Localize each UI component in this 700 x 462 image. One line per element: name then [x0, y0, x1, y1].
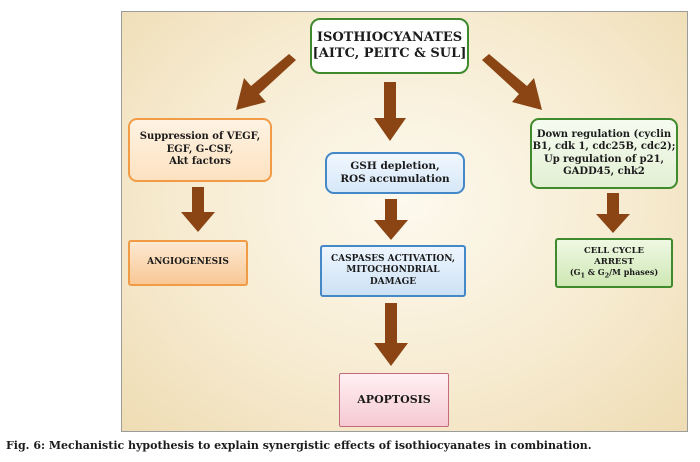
arrow-root-right-shape [482, 54, 542, 110]
arrow-cyclin-arrest-shape [596, 193, 630, 233]
figure-caption-text: Fig. 6: Mechanistic hypothesis to explai… [6, 439, 592, 452]
angiogenesis-label: ANGIOGENESIS [147, 257, 229, 268]
arrest-phases-sub1: 1 [580, 271, 585, 280]
cyclin-line-1: Down regulation (cyclin [536, 128, 672, 140]
arrest-phases: (G1 & G2/M phases) [570, 267, 658, 280]
cyclin-regulation-box: Down regulation (cyclin B1, cdk 1, cdc25… [530, 118, 678, 189]
vegf-line-3: Akt factors [169, 156, 231, 168]
vegf-line-2: EGF, G-CSF, [166, 143, 234, 155]
vegf-line-1: Suppression of VEGF, [139, 131, 261, 143]
caspases-line-3: DAMAGE [369, 276, 417, 287]
caspases-line-2: MITOCHONDRIAL [346, 265, 440, 276]
arrest-phases-c: /M phases) [609, 267, 659, 278]
caspases-line-1: CASPASES ACTIVATION, [330, 254, 456, 265]
gsh-line-2: ROS accumulation [340, 173, 450, 185]
isothiocyanates-title: ISOTHIOCYANATES [316, 29, 463, 45]
apoptosis-label: APOPTOSIS [357, 393, 431, 407]
arrow-gsh-casp-shape [374, 199, 408, 240]
arrow-root-center-shape [374, 82, 406, 141]
arrow-casp-apop-shape [374, 303, 408, 366]
angiogenesis-box: ANGIOGENESIS [128, 240, 248, 286]
arrest-phases-sub2: 2 [604, 271, 610, 280]
cyclin-line-2: B1, cdk 1, cdc25B, cdc2); [532, 141, 676, 152]
gsh-line-1: GSH depletion, [350, 159, 440, 172]
isothiocyanates-box: ISOTHIOCYANATES [AITC, PEITC & SUL] [310, 18, 469, 74]
arrow-vegf-angio-shape [181, 187, 215, 232]
apoptosis-box: APOPTOSIS [339, 373, 449, 427]
arrest-phases-a: (G [569, 267, 581, 278]
arrest-phases-b: & G [584, 267, 605, 278]
arrest-line-1: CELL CYCLE [583, 246, 645, 257]
caspases-activation-box: CASPASES ACTIVATION, MITOCHONDRIAL DAMAG… [320, 245, 466, 297]
growth-factor-suppression-box: Suppression of VEGF, EGF, G-CSF, Akt fac… [128, 118, 272, 182]
arrest-line-2: ARREST [594, 256, 634, 267]
figure-caption: Fig. 6: Mechanistic hypothesis to explai… [6, 439, 696, 452]
gsh-depletion-box: GSH depletion, ROS accumulation [325, 152, 465, 194]
isothiocyanates-compounds: [AITC, PEITC & SUL] [312, 46, 467, 61]
cell-cycle-arrest-box: CELL CYCLE ARREST (G1 & G2/M phases) [555, 238, 673, 288]
cyclin-line-3: Up regulation of p21, [543, 153, 665, 165]
arrow-root-left-shape [236, 54, 296, 110]
cyclin-line-4: GADD45, chk2 [563, 166, 645, 177]
